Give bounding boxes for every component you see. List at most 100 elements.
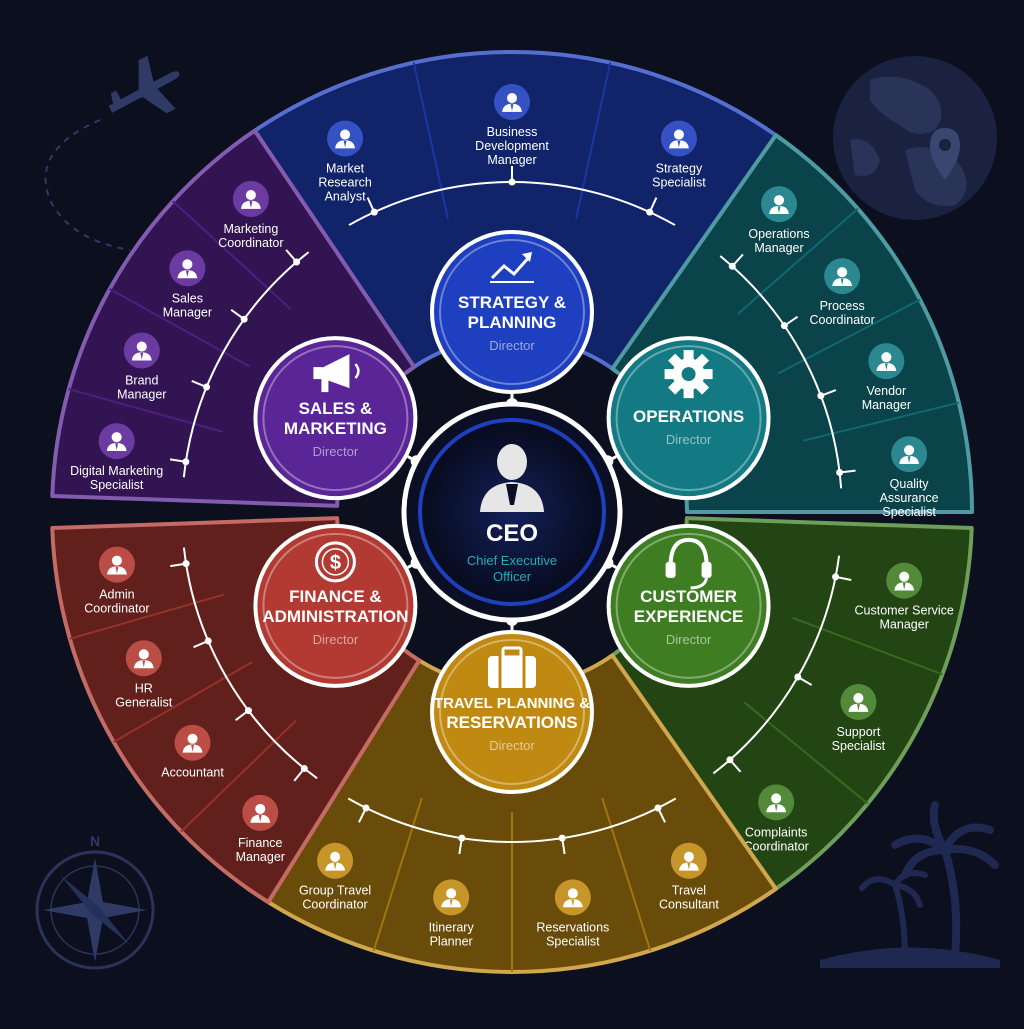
role-card[interactable]: Accountant [161, 707, 252, 780]
role-tick-dot [654, 804, 662, 812]
role-label: Digital Marketing [70, 464, 163, 478]
ceo-node[interactable]: CEO Chief Executive Officer [401, 401, 623, 623]
role-tick-dot [204, 637, 212, 645]
role-label: Assurance [880, 491, 939, 505]
person-icon [433, 879, 470, 916]
role-label: Complaints [745, 825, 808, 839]
flight-path [44, 119, 131, 251]
director-name: PLANNING [468, 313, 557, 332]
director-circle [430, 230, 594, 394]
role-label: Brand [125, 374, 158, 388]
role-label: Manager [487, 153, 536, 167]
director-name: ADMINISTRATION [262, 607, 408, 626]
director-inner-ring [615, 345, 762, 492]
person-icon [123, 332, 160, 369]
role-label: Manager [862, 398, 911, 412]
cell-divider [575, 62, 612, 220]
role-label: Coordinator [84, 602, 149, 616]
suitcase-icon [488, 646, 536, 688]
person-icon [174, 724, 211, 761]
person-icon [169, 250, 206, 287]
role-label: Specialist [832, 739, 886, 753]
role-tick-dot [794, 673, 802, 681]
person-icon [840, 684, 877, 720]
cell-divider [412, 62, 449, 220]
role-label: Specialist [882, 505, 936, 519]
role-tick-dot [182, 458, 190, 466]
director-name: EXPERIENCE [634, 607, 744, 626]
director-circle [606, 523, 771, 688]
director-inner-ring [615, 532, 762, 679]
cell-divider [601, 797, 652, 952]
director-circle [253, 336, 418, 501]
person-icon [242, 794, 279, 831]
role-tick-dot [458, 834, 466, 842]
role-label: Quality [890, 477, 930, 491]
director-role: Director [666, 432, 712, 447]
director-inner-ring [262, 532, 409, 679]
reporting-arc [347, 797, 677, 843]
ceo-title: CEO [486, 520, 538, 547]
compass-north-label: N [90, 833, 100, 849]
palm-tree-icon [820, 801, 1000, 968]
role-tick-dot [182, 560, 190, 568]
person-icon [891, 436, 928, 473]
role-label: Coordinator [218, 236, 283, 250]
cell-divider [172, 200, 292, 311]
role-tick-dot [508, 178, 516, 186]
role-label: Planner [430, 934, 473, 948]
person-icon [125, 640, 162, 677]
airplane-icon [108, 55, 180, 114]
role-tick-dot [817, 392, 825, 400]
person-icon [660, 120, 697, 157]
person-icon [232, 180, 269, 217]
role-label: Vendor [867, 384, 907, 398]
role-label: Development [475, 139, 549, 153]
dollar-icon: $ [314, 541, 356, 583]
director-name: CUSTOMER [640, 587, 737, 606]
role-tick-dot [558, 834, 566, 842]
director-circle [430, 630, 594, 794]
cell-divider [777, 298, 921, 375]
role-tick-dot [726, 756, 734, 764]
role-label: Customer Service [855, 604, 954, 618]
cell-divider [736, 207, 859, 315]
role-label: Specialist [546, 934, 600, 948]
person-icon [317, 842, 354, 879]
role-tick-dot [244, 707, 252, 715]
cell-divider [180, 719, 297, 833]
person-icon [758, 784, 795, 821]
role-label: Coordinator [302, 898, 367, 912]
director-inner-ring [439, 639, 585, 785]
person-icon [670, 842, 707, 879]
